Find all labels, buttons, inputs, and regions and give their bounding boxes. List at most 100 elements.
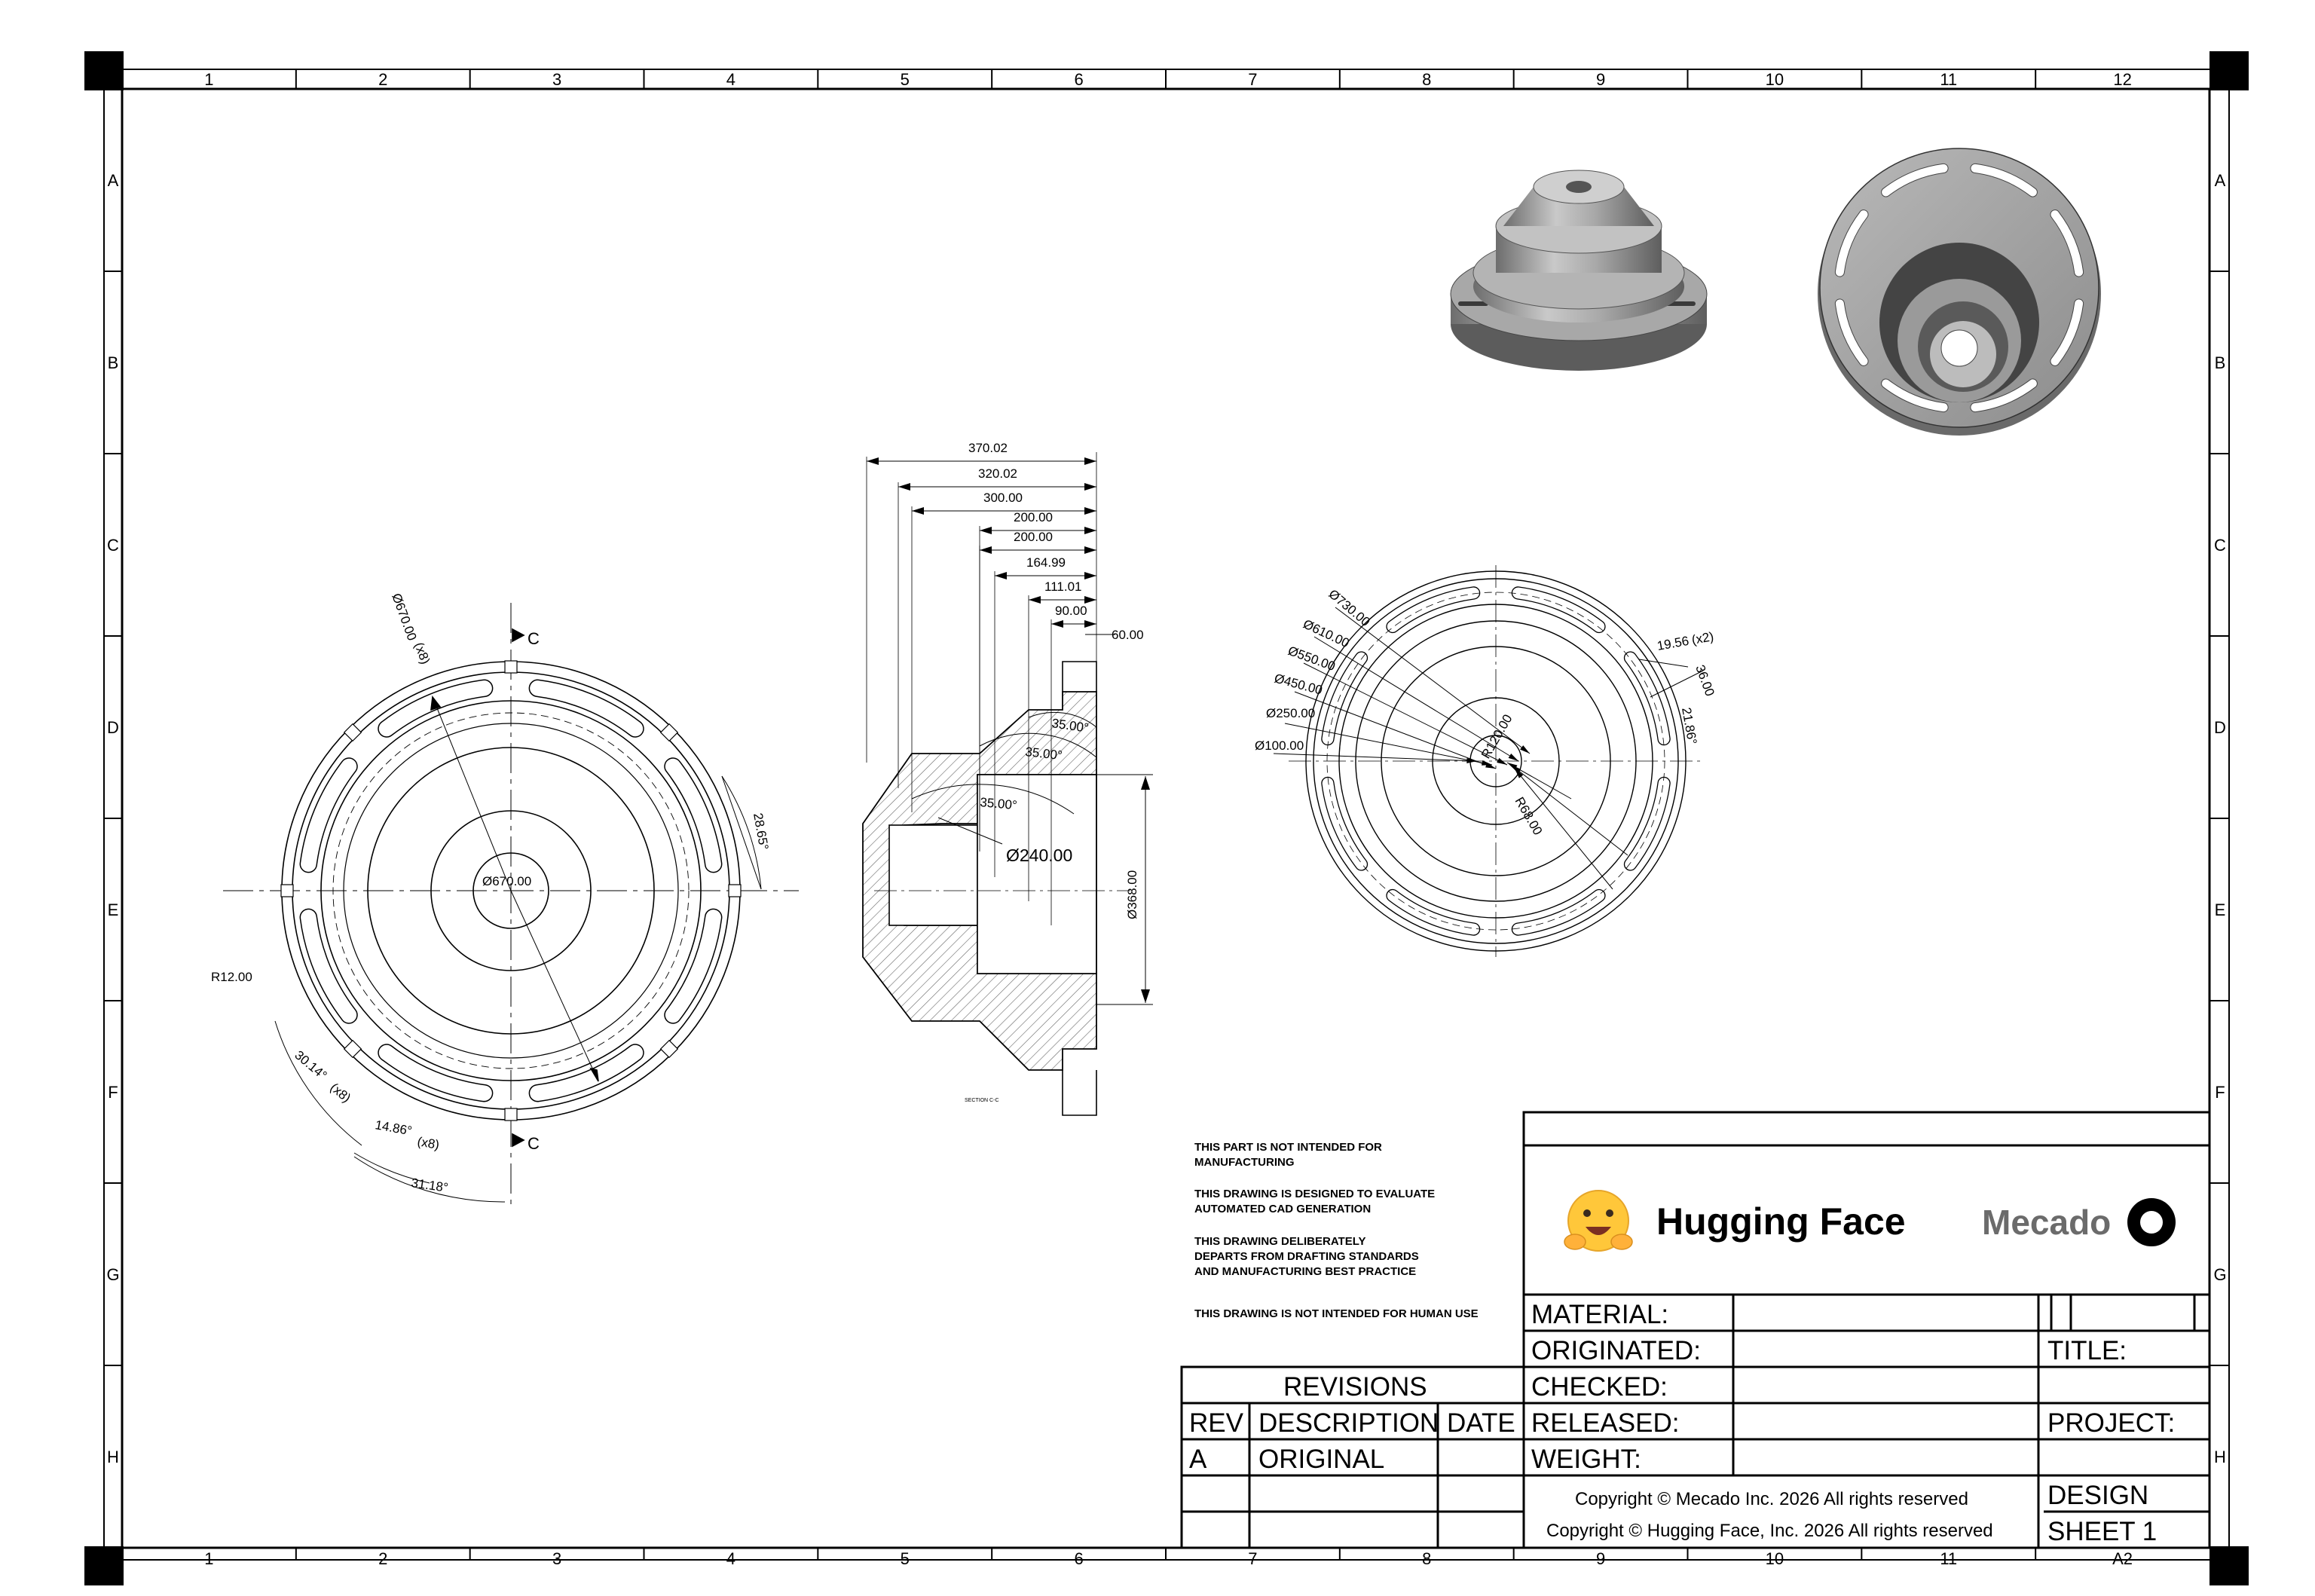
zone-row-label: C xyxy=(2214,536,2226,555)
dim-back-slot-36: 36.00 xyxy=(1693,663,1717,698)
notch xyxy=(659,1039,679,1059)
arrowhead xyxy=(980,546,992,554)
slot xyxy=(664,908,723,1024)
slot xyxy=(1386,586,1481,634)
slot xyxy=(1623,776,1671,871)
arrowhead xyxy=(1029,596,1041,604)
zone-column-label: 6 xyxy=(1074,1549,1083,1568)
dim-front-angle2-count: (x8) xyxy=(416,1134,440,1152)
leader-line xyxy=(1284,723,1493,766)
dim-front-outer: Ø670.00 xyxy=(389,592,419,643)
zone-column-label: 3 xyxy=(552,70,561,89)
arrowhead xyxy=(898,483,910,491)
zone-column-label: 10 xyxy=(1766,70,1784,89)
front-view-labels: Ø670.00 (x8) Ø670.00 R12.00 30.14° (x8) … xyxy=(211,592,771,1195)
zone-row-label: E xyxy=(108,900,119,919)
dim-back-450: Ø450.00 xyxy=(1273,671,1324,698)
arrowhead xyxy=(1508,753,1518,761)
revisions-col-rev: REV xyxy=(1189,1408,1244,1438)
arrowhead xyxy=(1084,596,1096,604)
dim-front-angle2: 14.86° xyxy=(374,1118,413,1138)
leader-line xyxy=(1294,691,1497,769)
zone-column-label: 2 xyxy=(378,1549,387,1568)
arrowhead xyxy=(1511,765,1521,774)
revision-rev: A xyxy=(1189,1445,1207,1474)
arrowhead xyxy=(1520,745,1530,754)
isometric-view-bottom xyxy=(1818,148,2101,436)
zone-column-label: 11 xyxy=(1940,70,1957,89)
slot xyxy=(378,679,494,738)
arrowhead xyxy=(1084,527,1096,534)
drawing-notes: THIS PART IS NOT INTENDED FOR MANUFACTUR… xyxy=(1194,1141,1479,1320)
dim-back-r68: R68.00 xyxy=(1512,795,1546,838)
dim-front-center: Ø670.00 xyxy=(482,874,531,888)
revision-desc: ORIGINAL xyxy=(1258,1445,1384,1474)
zone-row-label: H xyxy=(2214,1448,2226,1466)
dim-back-730: Ø730.00 xyxy=(1326,587,1372,629)
arrowhead xyxy=(995,572,1007,579)
section-view: 370.02 320.02 300.00 200.00 200.00 164.9… xyxy=(862,441,1153,1116)
dim-section-2: 300.00 xyxy=(983,491,1023,505)
front-slots xyxy=(280,660,742,1121)
arrowhead xyxy=(1084,572,1096,579)
slot xyxy=(1458,301,1488,306)
zone-column-label: 8 xyxy=(1422,1549,1431,1568)
zone-column-label: 4 xyxy=(726,1549,735,1568)
dim-back-610: Ø610.00 xyxy=(1301,616,1351,650)
label-released: RELEASED: xyxy=(1531,1408,1679,1438)
notch xyxy=(343,723,362,742)
slot xyxy=(1834,209,1869,277)
zone-row-label: A xyxy=(108,171,119,190)
label-title: TITLE: xyxy=(2047,1336,2127,1365)
note-line: AUTOMATED CAD GENERATION xyxy=(1194,1203,1371,1215)
leader-line xyxy=(1510,764,1628,856)
zone-row-label: F xyxy=(2215,1083,2225,1102)
dim-front-angle1-count: (x8) xyxy=(327,1081,353,1105)
dim-section-7: 90.00 xyxy=(1055,604,1087,618)
zone-column-label: 7 xyxy=(1248,70,1257,89)
zone-row-label: G xyxy=(106,1265,119,1284)
zone-column-label: 3 xyxy=(552,1549,561,1568)
slot xyxy=(664,757,723,873)
zone-column-label: 10 xyxy=(1766,1549,1784,1568)
dim-section-5: 164.99 xyxy=(1026,555,1066,570)
arrowhead xyxy=(1084,620,1096,628)
dim-front-outer-count: (x8) xyxy=(411,641,433,666)
label-project: PROJECT: xyxy=(2047,1408,2175,1438)
zone-column-label: 11 xyxy=(1940,1549,1957,1568)
note-line: THIS DRAWING IS DESIGNED TO EVALUATE xyxy=(1194,1188,1435,1200)
note-line: AND MANUFACTURING BEST PRACTICE xyxy=(1194,1265,1416,1278)
zone-row-label: G xyxy=(2213,1265,2226,1284)
zone-row-label: D xyxy=(107,718,119,737)
section-caption: SECTION C-C xyxy=(965,1098,999,1103)
arrowhead xyxy=(1482,760,1492,766)
title-block-labels: MATERIAL: ORIGINATED: CHECKED: RELEASED:… xyxy=(1531,1300,2175,1546)
revisions-col-date: DATE xyxy=(1447,1408,1515,1438)
dim-back-slot-count: (x2) xyxy=(1690,629,1714,647)
zone-row-label: H xyxy=(107,1448,119,1466)
dim-section-0: 370.02 xyxy=(968,441,1008,455)
zone-column-label: 9 xyxy=(1596,70,1605,89)
slot xyxy=(1970,163,2038,197)
slot xyxy=(1386,888,1481,936)
brand-hugging-face: Hugging Face xyxy=(1656,1200,1906,1243)
zone-row-label: B xyxy=(108,353,119,372)
zone-column-label: 8 xyxy=(1422,70,1431,89)
dim-front-angle3: 31.18° xyxy=(410,1176,449,1195)
zone-column-label: 4 xyxy=(726,70,735,89)
slot xyxy=(1511,888,1606,936)
arrowhead xyxy=(1084,457,1096,465)
slot xyxy=(378,1044,494,1102)
leader-line xyxy=(1313,636,1519,762)
slot xyxy=(1834,298,1869,366)
dim-back-slot-21: 21.86° xyxy=(1679,706,1699,745)
dim-section-1: 320.02 xyxy=(978,466,1017,481)
slot xyxy=(1970,378,2038,413)
notch xyxy=(728,884,742,897)
dim-front-notch: 28.65° xyxy=(751,812,771,851)
brand-mecado: Mecado xyxy=(1982,1203,2111,1242)
dim-section-height: Ø368.00 xyxy=(1125,870,1139,919)
revisions-heading: REVISIONS xyxy=(1283,1372,1427,1402)
copyright-mecado: Copyright © Mecado Inc. 2026 All rights … xyxy=(1575,1489,1968,1509)
